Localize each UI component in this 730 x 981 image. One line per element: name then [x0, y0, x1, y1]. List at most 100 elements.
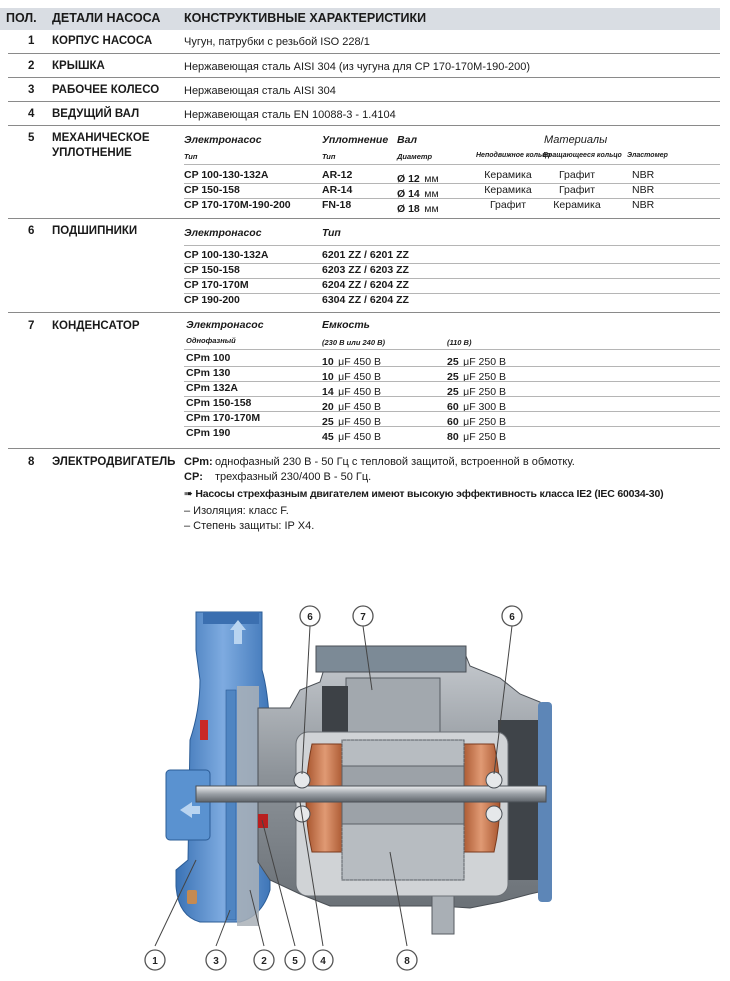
seal-h-seal: Уплотнение [322, 134, 389, 146]
seal-s-type: Тип [322, 152, 336, 161]
svg-text:6: 6 [307, 612, 313, 623]
leader-lines [154, 625, 513, 947]
cap-s-110: (110 В) [447, 338, 472, 347]
callout-6-left: 6 [299, 605, 321, 627]
row-value: Нержавеющая сталь AISI 304 [184, 85, 336, 97]
callout-8: 8 [396, 949, 418, 971]
capacitance-value: 25 [322, 416, 334, 428]
seal-s-elastomer: Эластомер [627, 152, 668, 159]
capacitance-230v: 10 μF 450 В [322, 367, 381, 385]
motor-key: CPm: [184, 456, 213, 468]
capacitance-110v: 25 μF 250 В [447, 382, 506, 400]
row-part: КОРПУС НАСОСА [52, 35, 153, 47]
row-value: Нержавеющая сталь EN 10088-3 - 1.4104 [184, 109, 396, 121]
bearing-type: 6304 ZZ / 6204 ZZ [322, 294, 409, 306]
row-part-line: УПЛОТНЕНИЕ [52, 147, 132, 159]
divider [8, 53, 720, 54]
capacitor-pump-model: CPm 100 [186, 352, 231, 364]
capacitance-rating: μF 450 В [338, 416, 381, 428]
capacitance-230v: 20 μF 450 В [322, 397, 381, 415]
seal-shaft-diameter: Ø 12 мм [397, 169, 439, 187]
row-part: ЭЛЕКТРОДВИГАТЕЛЬ [52, 456, 176, 468]
capacitance-value: 10 [322, 356, 334, 368]
seal-fixed-ring: Керамика [484, 169, 532, 181]
capacitor-pump-model: CPm 150-158 [186, 397, 252, 409]
divider [8, 125, 720, 126]
capacitance-rating: μF 250 В [463, 371, 506, 383]
seal-shaft-diameter: Ø 14 мм [397, 184, 439, 202]
seal-s-diameter: Диаметр [397, 152, 433, 161]
table-header: ПОЛ. ДЕТАЛИ НАСОСА КОНСТРУКТИВНЫЕ ХАРАКТ… [0, 8, 720, 30]
capacitance-110v: 60 μF 250 В [447, 412, 506, 430]
divider [184, 411, 720, 412]
motor-line-cp: CP: трехфазный 230/400 В - 50 Гц. [184, 471, 371, 483]
row-num: 1 [28, 35, 35, 47]
pump-housing [165, 611, 271, 926]
capacitance-rating: μF 250 В [463, 416, 506, 428]
seal-fixed-ring: Графит [489, 199, 527, 211]
motor-protection: – Степень защиты: IP X4. [184, 520, 315, 532]
divider [184, 183, 720, 184]
divider [8, 312, 720, 313]
motor-key: CP: [184, 471, 203, 483]
pump-cutaway-diagram: 6 7 6 1 3 2 5 4 8 [144, 605, 552, 971]
capacitance-value: 45 [322, 431, 334, 443]
row-part: ВЕДУЩИЙ ВАЛ [52, 108, 140, 120]
seal-s-type: Тип [184, 152, 198, 161]
row-part: РАБОЧЕЕ КОЛЕСО [52, 84, 160, 96]
seal-s-fixed-ring: Неподвижное кольцо [476, 152, 551, 159]
seal-rotating-ring: Керамика [553, 199, 601, 211]
callout-6-right: 6 [501, 605, 523, 627]
shaft-diameter-unit: мм [424, 203, 439, 215]
svg-text:5: 5 [292, 956, 298, 967]
seal-rotating-ring: Графит [558, 184, 596, 196]
svg-text:1: 1 [152, 956, 158, 967]
capacitance-value: 25 [447, 356, 459, 368]
row-num: 7 [28, 320, 35, 332]
shaft-diameter-value: Ø 14 [397, 188, 420, 200]
capacitance-110v: 60 μF 300 В [447, 397, 506, 415]
divider [8, 101, 720, 102]
capacitance-rating: μF 450 В [338, 356, 381, 368]
svg-text:6: 6 [509, 612, 515, 623]
divider [184, 293, 720, 294]
seal-pump-model: CP 150-158 [184, 184, 240, 196]
row-num: 2 [28, 60, 35, 72]
seal-h-shaft: Вал [397, 134, 418, 146]
cap-h-pump: Электронасос [186, 319, 264, 331]
callout-4: 4 [312, 949, 334, 971]
bearing-type: 6204 ZZ / 6204 ZZ [322, 279, 409, 291]
header-pos: ПОЛ. [6, 11, 37, 25]
shaft-diameter-unit: мм [424, 188, 439, 200]
row-value: Чугун, патрубки с резьбой ISO 228/1 [184, 36, 370, 48]
motor-line-cpm: CPm: однофазный 230 В - 50 Гц с тепловой… [184, 456, 575, 468]
capacitance-rating: μF 450 В [338, 401, 381, 413]
row-part: КОНДЕНСАТОР [52, 320, 140, 332]
row-part: КРЫШКА [52, 60, 105, 72]
capacitor-pump-model: CPm 190 [186, 427, 231, 439]
callout-markers: 6 7 6 1 3 2 5 4 8 [144, 605, 523, 971]
capacitance-value: 25 [447, 371, 459, 383]
divider [184, 426, 720, 427]
capacitance-rating: μF 450 В [338, 431, 381, 443]
capacitance-value: 14 [322, 386, 334, 398]
seal-rotating-ring: Графит [558, 169, 596, 181]
divider [184, 381, 720, 382]
bearing-left [293, 771, 311, 789]
capacitance-rating: μF 250 В [463, 356, 506, 368]
motor-shaft [195, 785, 547, 803]
capacitor-pump-model: CPm 130 [186, 367, 231, 379]
svg-text:7: 7 [360, 612, 366, 623]
bearing-pump-model: CP 190-200 [184, 294, 240, 306]
callout-7: 7 [352, 605, 374, 627]
seal-elastomer: NBR [632, 184, 655, 196]
bearing-type: 6203 ZZ / 6203 ZZ [322, 264, 409, 276]
seal-type: FN-18 [322, 199, 352, 211]
capacitance-rating: μF 450 В [338, 371, 381, 383]
bearings-h-type: Тип [322, 227, 341, 239]
row-num: 6 [28, 225, 35, 237]
capacitance-110v: 25 μF 250 В [447, 367, 506, 385]
capacitance-230v: 25 μF 450 В [322, 412, 381, 430]
capacitance-110v: 80 μF 250 В [447, 427, 506, 445]
bearing-right-lower [485, 805, 503, 823]
